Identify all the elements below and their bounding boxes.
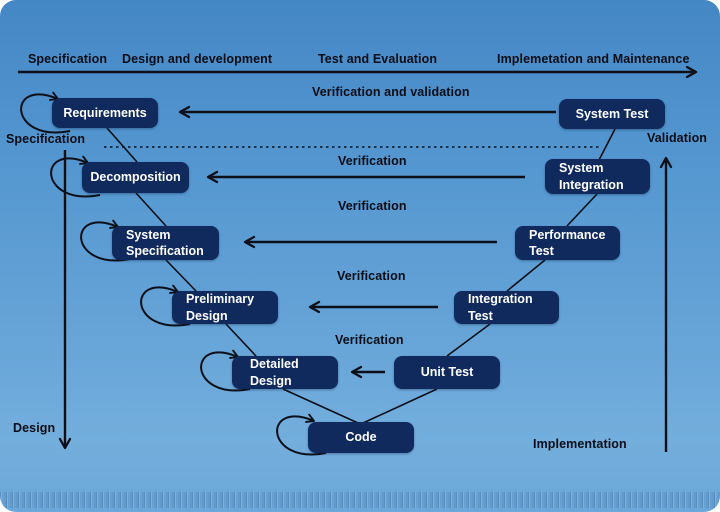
connector-requirements-decomposition bbox=[106, 127, 138, 163]
design-side-label: Design bbox=[13, 421, 56, 435]
connector-code-unittest bbox=[362, 388, 438, 424]
box-decomposition: Decomposition bbox=[82, 162, 189, 193]
loop-detailed-design bbox=[200, 349, 251, 392]
phase-label-test-evaluation: Test and Evaluation bbox=[318, 52, 438, 66]
loop-system-specification bbox=[80, 219, 131, 262]
box-preliminary-design: Preliminary Design bbox=[172, 291, 278, 324]
connector-detailed-code bbox=[282, 388, 359, 424]
phase-label-design-development: Design and development bbox=[122, 52, 273, 66]
phase-label-specification: Specification bbox=[28, 52, 108, 66]
loop-decomposition bbox=[50, 155, 101, 198]
box-unit-test: Unit Test bbox=[394, 356, 500, 389]
connector-decomposition-systemspec bbox=[135, 192, 167, 227]
loop-code bbox=[276, 413, 327, 456]
loop-requirements bbox=[20, 91, 71, 134]
specification-side-label: Specification bbox=[6, 132, 86, 146]
implementation-side-label: Implementation bbox=[533, 437, 627, 451]
phase-label-implementation-maintenance: Implemetation and Maintenance bbox=[497, 52, 690, 66]
box-detailed-design: Detailed Design bbox=[232, 356, 338, 389]
loop-preliminary-design bbox=[140, 284, 191, 327]
box-requirements: Requirements bbox=[52, 98, 158, 128]
verification-label-4: Verification bbox=[335, 333, 404, 347]
validation-side-label: Validation bbox=[647, 131, 708, 145]
connector-performancetest-systemintegration bbox=[566, 193, 598, 227]
connector-systemintegration-systemtest bbox=[597, 128, 616, 163]
box-performance-test: Performance Test bbox=[515, 226, 620, 260]
connector-integrationtest-performancetest bbox=[506, 259, 546, 292]
verification-label-2: Verification bbox=[338, 199, 407, 213]
bottom-noise-band bbox=[0, 492, 720, 508]
connector-unittest-integrationtest bbox=[446, 323, 491, 357]
verification-validation-label: Verification and validation bbox=[312, 85, 470, 99]
box-integration-test: Integration Test bbox=[454, 291, 559, 324]
box-system-specification: System Specification bbox=[112, 226, 219, 260]
box-system-test: System Test bbox=[559, 99, 665, 129]
connector-systemspec-preliminary bbox=[165, 259, 197, 292]
verification-label-1: Verification bbox=[338, 154, 407, 168]
connector-preliminary-detailed bbox=[225, 323, 257, 357]
box-system-integration: System Integration bbox=[545, 159, 650, 194]
verification-label-3: Verification bbox=[337, 269, 406, 283]
box-code: Code bbox=[308, 422, 414, 453]
